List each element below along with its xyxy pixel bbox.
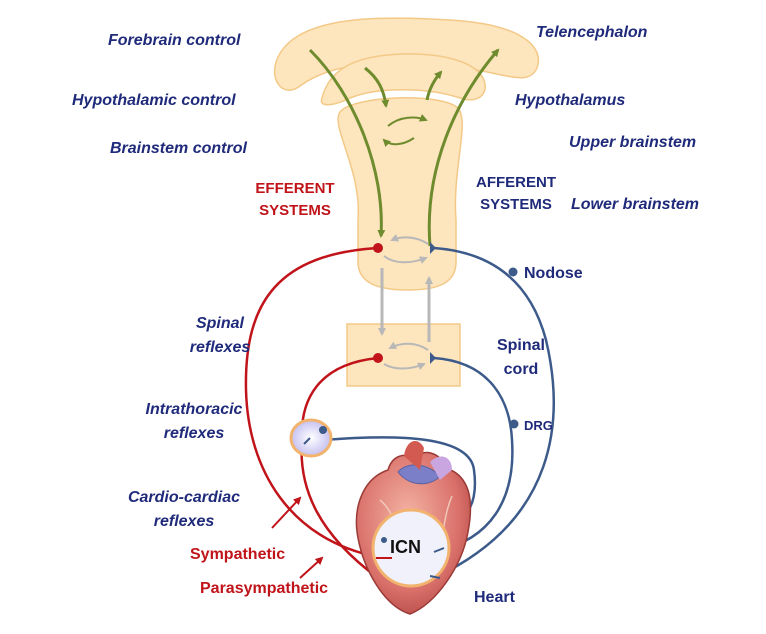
nodose-ganglion-node — [508, 267, 518, 277]
sympathetic-label: Sympathetic — [190, 546, 286, 563]
efferent-node-brainstem — [373, 243, 383, 253]
parasympathetic-label: Parasympathetic — [200, 580, 329, 597]
icn-disc — [371, 508, 451, 588]
lower-brainstem-label: Lower brainstem — [571, 196, 700, 213]
upper-brainstem-label: Upper brainstem — [569, 134, 697, 151]
afferent-systems-line2: SYSTEMS — [480, 196, 552, 213]
spinal-cord-label: Spinal cord — [492, 334, 550, 382]
brainstem-control-label: Brainstem control — [110, 140, 247, 157]
intrathoracic-reflexes-line1: Intrathoracic — [145, 401, 243, 418]
efferent-systems-label: EFFERENT SYSTEMS — [250, 178, 340, 222]
icn-label: ICN — [390, 537, 421, 557]
icn-connectors — [376, 537, 445, 579]
drg-node — [509, 419, 519, 429]
spinal-cord-line2: cord — [503, 361, 539, 378]
spinal-reflexes-line1: Spinal — [195, 315, 244, 332]
cardio-cardiac-reflexes-line1: Cardio-cardiac — [127, 489, 241, 506]
internal-loop-arrows — [378, 234, 433, 371]
forebrain-control-label: Forebrain control — [108, 32, 241, 49]
heart-label: Heart — [474, 589, 515, 606]
hypothalamic-control-label: Hypothalamic control — [72, 92, 236, 109]
annotation-arrows — [271, 496, 324, 579]
afferent-systems-label: AFFERENT SYSTEMS — [470, 172, 562, 216]
spinal-cord-line1: Spinal — [496, 337, 545, 354]
intrathoracic-reflexes-line2: reflexes — [163, 425, 225, 442]
drg-label: DRG — [524, 418, 553, 433]
nodose-label: Nodose — [524, 265, 583, 282]
efferent-systems-line2: SYSTEMS — [259, 202, 331, 219]
afferent-terminal-spinal — [430, 352, 436, 364]
intrathoracic-reflexes-label: Intrathoracic reflexes — [136, 398, 252, 446]
hypothalamus-shape — [320, 53, 486, 106]
afferent-systems-line1: AFFERENT — [476, 174, 556, 191]
afferent-terminal-brainstem — [430, 242, 436, 254]
cardio-cardiac-reflexes-line2: reflexes — [153, 513, 215, 530]
cardio-cardiac-reflexes-label: Cardio-cardiac reflexes — [120, 486, 248, 534]
afferent-terminals — [430, 242, 519, 429]
descending-control-arrows — [308, 48, 500, 247]
efferent-systems-line1: EFFERENT — [255, 180, 335, 197]
spinal-cord-box — [346, 323, 461, 387]
telencephalon-label: Telencephalon — [536, 24, 648, 41]
intrathoracic-ganglion-icon — [289, 418, 333, 458]
spinal-reflexes-label: Spinal reflexes — [180, 312, 260, 360]
hypothalamus-label: Hypothalamus — [515, 92, 626, 109]
efferent-node-spinal — [373, 353, 383, 363]
spinal-reflexes-line2: reflexes — [189, 339, 251, 356]
